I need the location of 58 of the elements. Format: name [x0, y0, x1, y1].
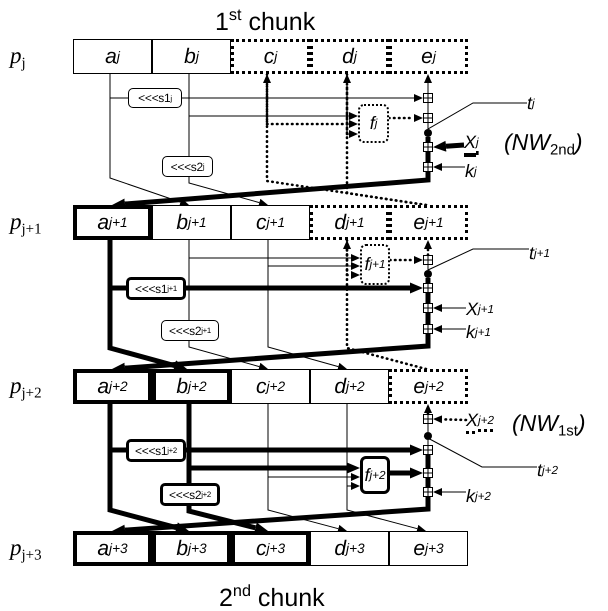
- adder-icon: [423, 468, 433, 478]
- row-label: p$_{j+1}$: [10, 208, 42, 240]
- arrow: [182, 94, 423, 102]
- row-label: p$_{j+3}$: [10, 534, 42, 566]
- adder-icon: [423, 283, 433, 293]
- arrow: [433, 415, 468, 424]
- junction-dot: [424, 270, 432, 278]
- arrow: [390, 468, 423, 478]
- adder-icon: [423, 113, 433, 123]
- adder-icon: [423, 324, 433, 334]
- arrow: [424, 404, 432, 416]
- connector-line: [426, 455, 430, 468]
- caption: 2$^{nd}$ chunk: [219, 581, 325, 611]
- arrow: [433, 488, 466, 496]
- connector-line: [426, 293, 430, 303]
- title: 1$^{st}$ chunk: [215, 5, 316, 37]
- adder-icon: [423, 414, 433, 424]
- arrow: [433, 304, 466, 312]
- leader-line: [428, 248, 530, 270]
- junction-dot: [424, 129, 432, 137]
- adder-icon: [423, 162, 433, 172]
- arrow: [346, 238, 360, 279]
- arrow: [388, 114, 423, 122]
- connector-line: [426, 152, 430, 162]
- adder-icon: [423, 303, 433, 313]
- connector-line: [426, 478, 430, 487]
- connector-line: [426, 137, 430, 142]
- arrow: [433, 163, 466, 171]
- arrow: [433, 140, 464, 152]
- annotation-text: (NW$_{2nd}$): [504, 128, 583, 160]
- arrow: [266, 72, 358, 128]
- arrow: [186, 506, 268, 534]
- row-label: p$_{j}$: [10, 42, 26, 74]
- arrow: [110, 74, 190, 206]
- arrow: [343, 240, 428, 370]
- leader-line: [428, 102, 528, 130]
- arrow: [346, 72, 358, 138]
- connector-line: [426, 278, 430, 283]
- connector-line: [426, 313, 430, 324]
- adder-icon: [423, 142, 433, 152]
- arrow: [188, 74, 358, 120]
- arrow: [388, 256, 423, 264]
- adder-icon: [423, 93, 433, 103]
- arrow: [268, 240, 347, 370]
- row-label: p$_{j+2}$: [10, 372, 42, 404]
- arrow: [186, 282, 423, 294]
- arrow: [343, 74, 428, 206]
- arrow: [188, 176, 268, 206]
- adder-icon: [423, 487, 433, 497]
- adder-icon: [423, 445, 433, 455]
- arrow: [433, 325, 466, 333]
- connector-line: [188, 240, 190, 320]
- arrow: [424, 74, 432, 94]
- adder-icon: [423, 255, 433, 265]
- junction-dot: [424, 432, 432, 440]
- arrow: [424, 240, 432, 256]
- arrow: [188, 340, 268, 370]
- annotation-text: (NW$_{1st}$): [512, 409, 586, 442]
